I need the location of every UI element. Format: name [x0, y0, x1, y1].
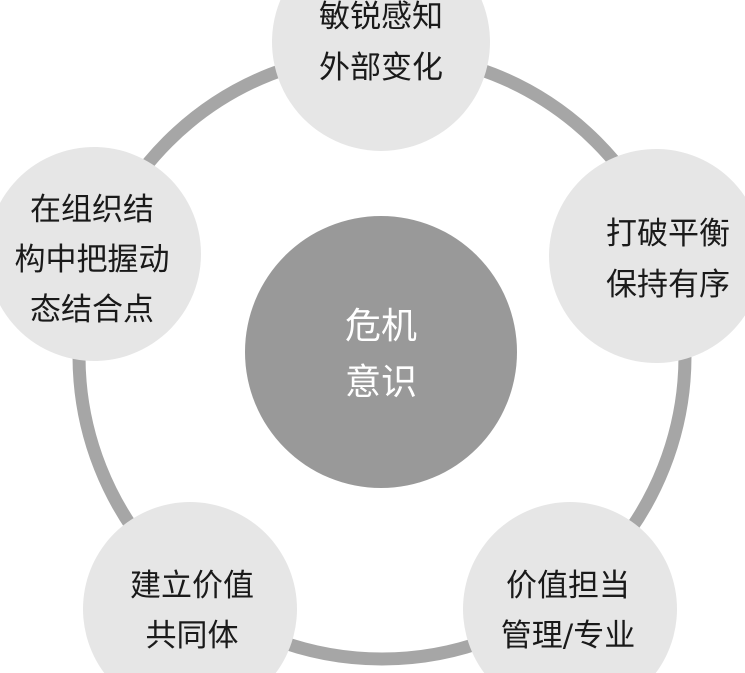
node-top-circle — [271, 0, 490, 151]
node-bottom-right-line-2: 管理/专业 — [501, 618, 635, 654]
center-circle — [245, 216, 517, 488]
node-bottom-left: 建立价值 共同体 — [82, 502, 297, 673]
node-bottom-right-line-1: 价值担当 — [506, 568, 630, 604]
node-bottom-right: 价值担当 管理/专业 — [463, 502, 677, 673]
node-left-line-2: 构中把握动 — [15, 242, 170, 278]
center-label-line-2: 意识 — [345, 362, 417, 403]
node-top-line-2: 外部变化 — [319, 50, 443, 86]
node-left-circle — [0, 147, 202, 362]
node-right: 打破平衡 保持有序 — [549, 148, 745, 363]
node-left-line-1: 在组织结 — [30, 192, 154, 228]
node-right-line-2: 保持有序 — [606, 267, 730, 303]
node-bottom-right-circle — [463, 502, 677, 673]
node-left: 在组织结 构中把握动 态结合点 — [0, 147, 202, 362]
node-left-line-3: 态结合点 — [30, 292, 154, 328]
node-top-line-1: 敏锐感知 — [319, 0, 443, 35]
node-bottom-left-line-1: 建立价值 — [130, 568, 254, 604]
center-label-line-1: 危机 — [345, 306, 417, 347]
node-right-line-1: 打破平衡 — [606, 216, 730, 252]
node-bottom-left-circle — [82, 502, 297, 673]
node-right-circle — [549, 148, 745, 363]
node-bottom-left-line-2: 共同体 — [146, 618, 239, 654]
node-top: 敏锐感知 外部变化 — [271, 0, 490, 151]
